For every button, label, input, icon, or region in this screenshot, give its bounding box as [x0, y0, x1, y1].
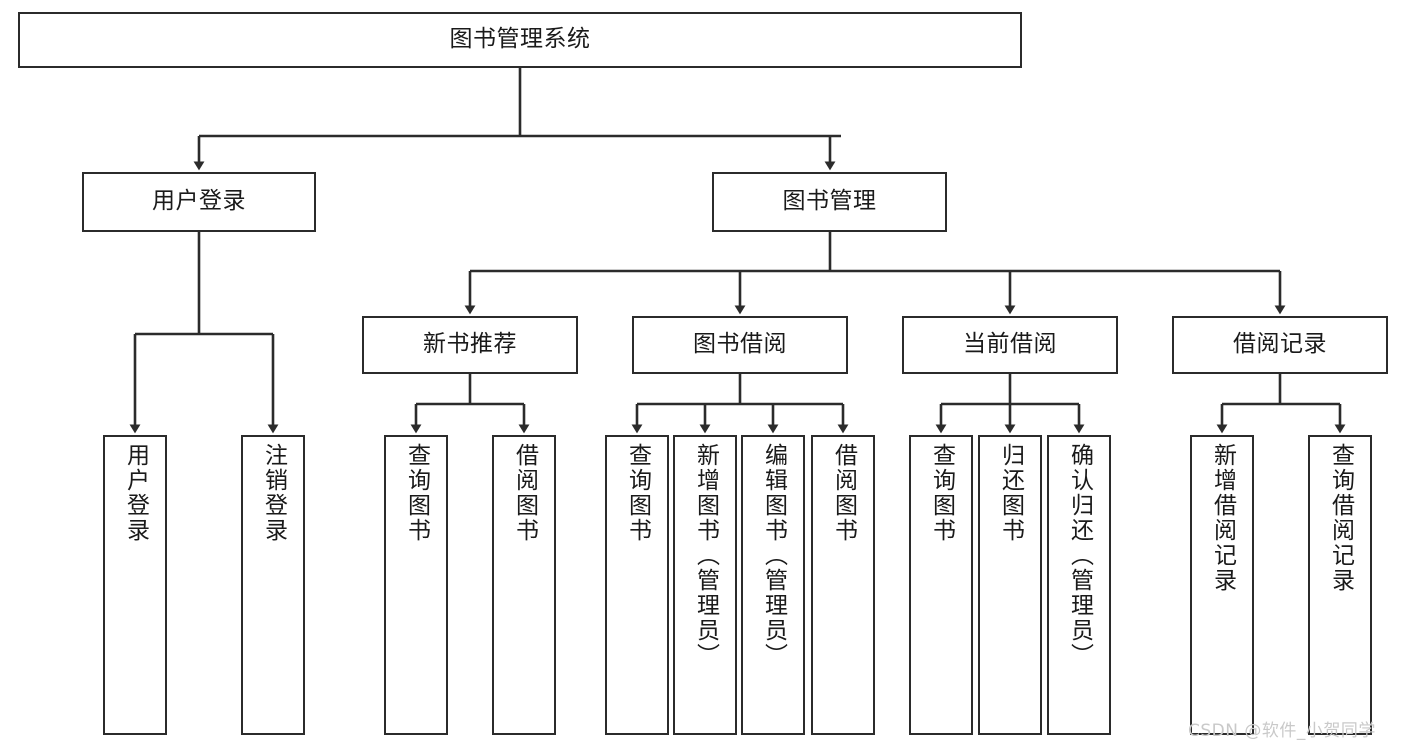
- node-label: 确认归还（管理员）: [1066, 443, 1093, 668]
- node-label: 图书借阅: [693, 331, 787, 358]
- node-label: 借阅图书: [511, 443, 538, 543]
- leaf-borrow-edit-book-admin[interactable]: 编辑图书（管理员）: [741, 435, 805, 735]
- leaf-recommend-query-book[interactable]: 查询图书: [384, 435, 448, 735]
- leaf-logout[interactable]: 注销登录: [241, 435, 305, 735]
- node-label: 注销登录: [260, 443, 287, 543]
- leaf-recommend-borrow-book[interactable]: 借阅图书: [492, 435, 556, 735]
- node-label: 新书推荐: [423, 331, 517, 358]
- node-label: 查询图书: [624, 443, 651, 543]
- node-label: 图书管理系统: [449, 26, 591, 53]
- node-label: 归还图书: [997, 443, 1024, 543]
- leaf-current-return-book[interactable]: 归还图书: [978, 435, 1042, 735]
- node-label: 图书管理: [782, 188, 877, 215]
- node-borrow-records[interactable]: 借阅记录: [1172, 316, 1388, 374]
- node-new-book-recommend[interactable]: 新书推荐: [362, 316, 578, 374]
- node-label: 查询图书: [403, 443, 430, 543]
- node-label: 查询图书: [928, 443, 955, 543]
- leaf-borrow-add-book-admin[interactable]: 新增图书（管理员）: [673, 435, 737, 735]
- node-label: 当前借阅: [963, 331, 1057, 358]
- node-current-borrow[interactable]: 当前借阅: [902, 316, 1118, 374]
- node-book-management[interactable]: 图书管理: [712, 172, 947, 232]
- leaf-records-add-record[interactable]: 新增借阅记录: [1190, 435, 1254, 735]
- node-label: 借阅图书: [830, 443, 857, 543]
- node-root-system[interactable]: 图书管理系统: [18, 12, 1022, 68]
- node-label: 用户登录: [152, 188, 246, 215]
- leaf-current-query-book[interactable]: 查询图书: [909, 435, 973, 735]
- node-label: 查询借阅记录: [1327, 443, 1354, 593]
- leaf-borrow-borrow-book[interactable]: 借阅图书: [811, 435, 875, 735]
- leaf-user-login[interactable]: 用户登录: [103, 435, 167, 735]
- node-label: 新增图书（管理员）: [692, 443, 719, 668]
- node-label: 编辑图书（管理员）: [760, 443, 787, 668]
- leaf-current-confirm-return-admin[interactable]: 确认归还（管理员）: [1047, 435, 1111, 735]
- watermark: CSDN @软件_小贺同学: [1188, 721, 1376, 741]
- node-label: 新增借阅记录: [1209, 443, 1236, 593]
- leaf-borrow-query-book[interactable]: 查询图书: [605, 435, 669, 735]
- node-label: 借阅记录: [1233, 331, 1327, 358]
- node-user-login[interactable]: 用户登录: [82, 172, 316, 232]
- leaf-records-query-record[interactable]: 查询借阅记录: [1308, 435, 1372, 735]
- node-label: 用户登录: [122, 443, 149, 543]
- node-book-borrow[interactable]: 图书借阅: [632, 316, 848, 374]
